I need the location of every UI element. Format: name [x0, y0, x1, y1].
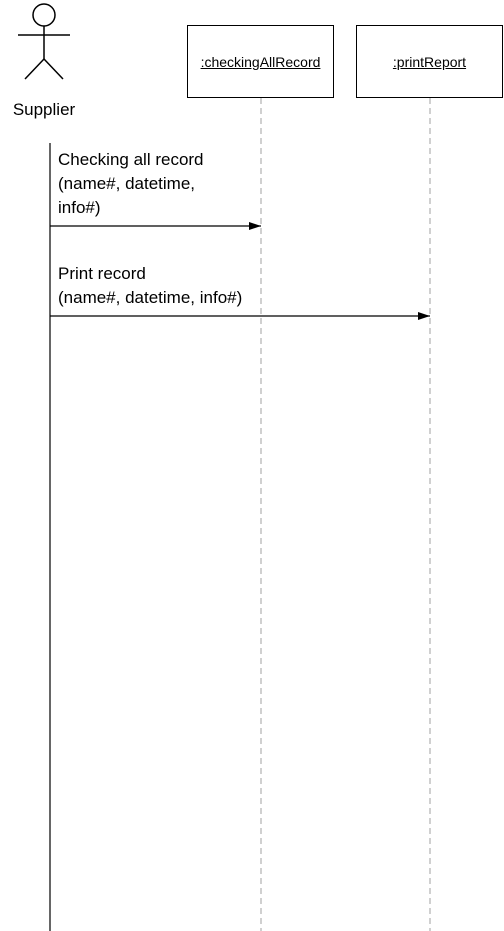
object-checking-all-record-label: :checkingAllRecord — [200, 53, 321, 70]
object-checking-all-record: :checkingAllRecord — [187, 25, 334, 98]
actor-label: Supplier — [12, 100, 76, 119]
actor-figure — [18, 3, 70, 80]
actor-head — [32, 3, 56, 27]
message-label-2: Print record (name#, datetime, info#) — [58, 264, 243, 307]
message-label-1: Checking all record (name#, datetime, in… — [58, 150, 204, 217]
object-print-report: :printReport — [356, 25, 503, 98]
actor-left-leg — [24, 58, 45, 80]
object-print-report-label: :printReport — [392, 53, 467, 70]
actor-right-leg — [43, 58, 64, 80]
